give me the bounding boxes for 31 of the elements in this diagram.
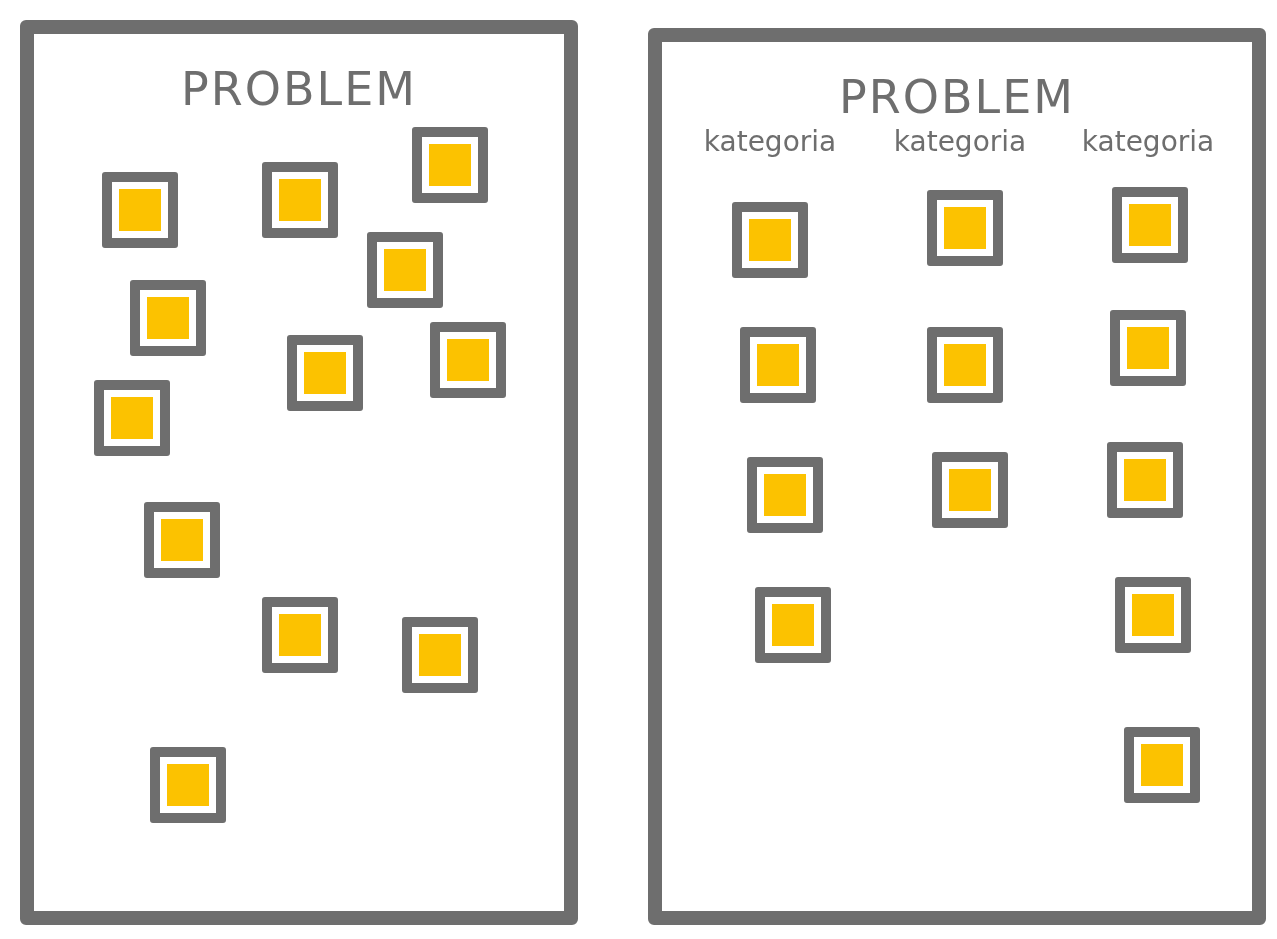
sticky-note [732, 202, 808, 278]
sticky-note [1110, 310, 1186, 386]
sticky-note [130, 280, 206, 356]
sticky-note [150, 747, 226, 823]
sticky-note [102, 172, 178, 248]
sticky-note [932, 452, 1008, 528]
sticky-note [747, 457, 823, 533]
board-heading: PROBLEM [838, 70, 1076, 124]
sticky-note [367, 232, 443, 308]
sticky-note [1107, 442, 1183, 518]
board-heading: PROBLEM [180, 62, 418, 116]
sticky-note [412, 127, 488, 203]
category-heading: kategoria [703, 125, 837, 158]
sticky-note [262, 162, 338, 238]
sticky-note [144, 502, 220, 578]
sticky-note [262, 597, 338, 673]
sticky-note [1124, 727, 1200, 803]
category-heading: kategoria [1081, 125, 1215, 158]
board-panel [20, 20, 578, 925]
sticky-note [1112, 187, 1188, 263]
sticky-note [287, 335, 363, 411]
sticky-note [740, 327, 816, 403]
sticky-note [927, 190, 1003, 266]
sticky-note [1115, 577, 1191, 653]
sticky-note [94, 380, 170, 456]
sticky-note [430, 322, 506, 398]
sticky-note [927, 327, 1003, 403]
category-heading: kategoria [893, 125, 1027, 158]
sticky-note [402, 617, 478, 693]
board-panel [648, 28, 1266, 925]
sticky-note [755, 587, 831, 663]
